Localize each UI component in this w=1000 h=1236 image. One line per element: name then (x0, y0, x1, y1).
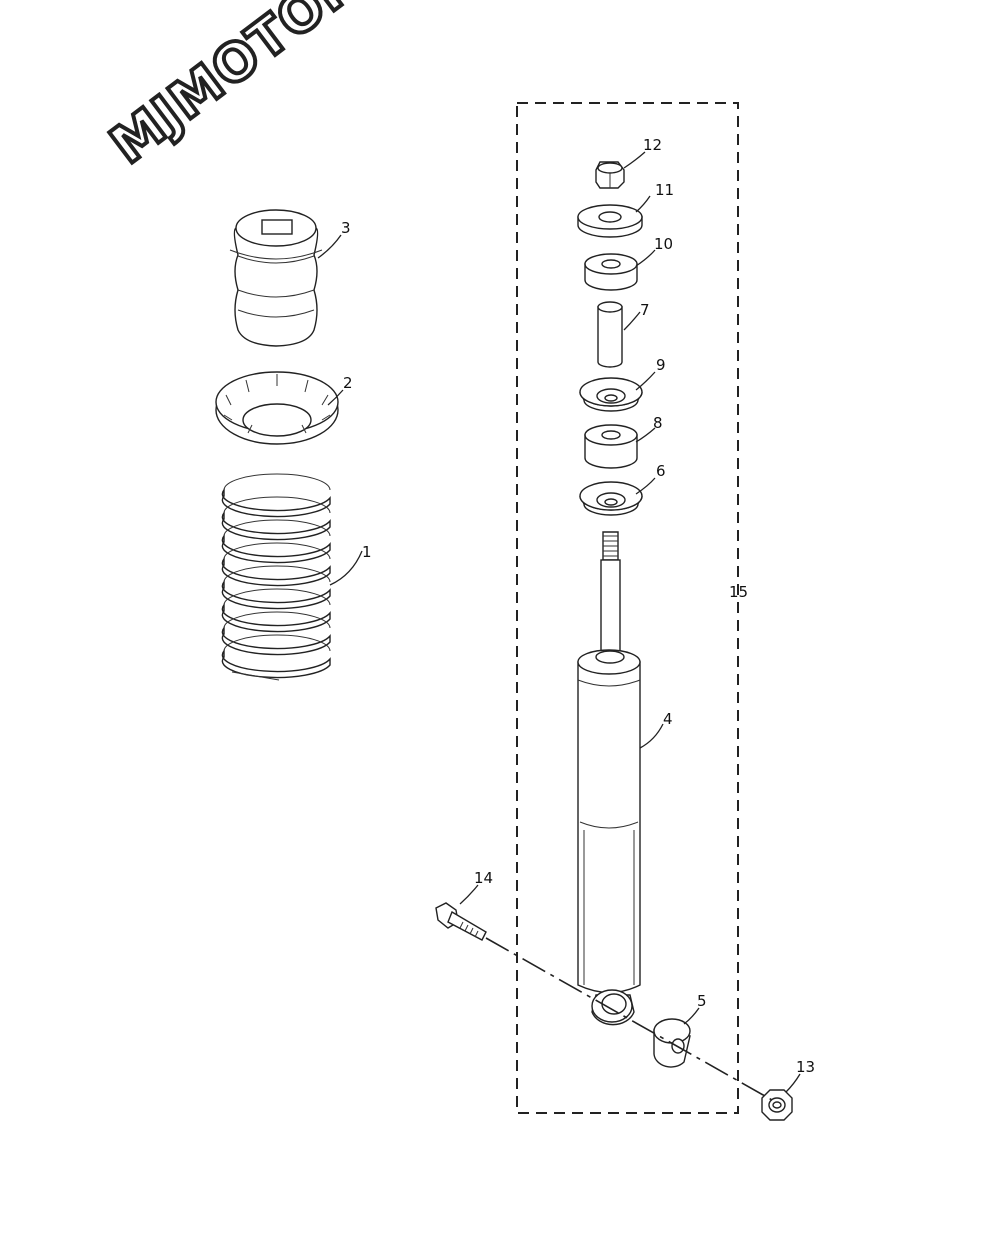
spring-seat-part (215, 371, 339, 445)
callout-14: 14 (474, 869, 493, 887)
callout-15: 15 (729, 583, 748, 601)
callout-9: 9 (656, 356, 666, 374)
callout-13: 13 (796, 1058, 815, 1076)
bolt-axis-line (485, 937, 773, 1101)
callout-11: 11 (655, 181, 674, 199)
callout-10: 10 (654, 235, 673, 253)
lower-bushing-part (584, 424, 638, 469)
bump-stop-part (229, 209, 323, 347)
upper-retainer-part (579, 377, 643, 412)
callout-8: 8 (653, 414, 663, 432)
callout-6: 6 (656, 462, 666, 480)
upper-bushing-part (584, 253, 638, 291)
callout-2: 2 (343, 374, 353, 392)
eye-bushing-part (653, 1018, 691, 1068)
coil-spring-part (221, 473, 331, 681)
callout-5: 5 (697, 992, 707, 1010)
flange-nut-part (761, 1089, 793, 1121)
lower-retainer-part (579, 481, 643, 516)
top-nut-part (595, 161, 625, 189)
callout-4: 4 (663, 710, 673, 728)
callout-12: 12 (643, 136, 662, 154)
assembly-boundary (516, 102, 739, 1114)
callout-3: 3 (341, 219, 351, 237)
shock-absorber-part (577, 531, 641, 1026)
callout-7: 7 (640, 301, 650, 319)
callout-1: 1 (362, 543, 372, 561)
sleeve-part (597, 301, 623, 368)
upper-washer-part (577, 204, 643, 238)
mounting-bolt-part (435, 902, 487, 941)
leader-lines (317, 151, 801, 1093)
